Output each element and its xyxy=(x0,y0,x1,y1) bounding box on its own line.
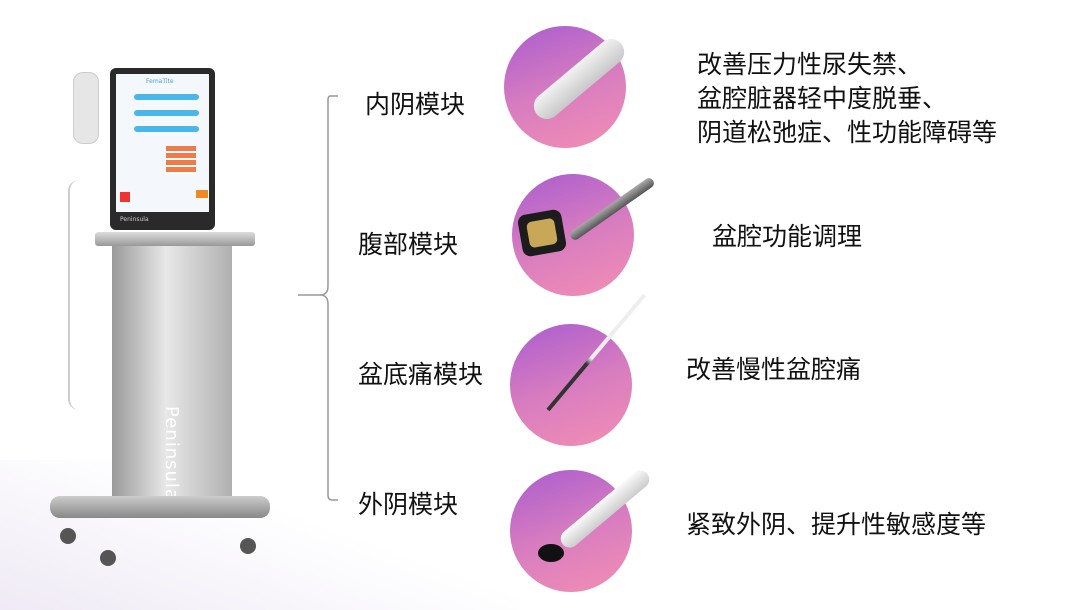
module-label-external: 外阴模块 xyxy=(358,490,459,519)
device-illustration: FemaTite Peninsula Peninsula xyxy=(40,60,280,600)
device-screen-frame: FemaTite Peninsula xyxy=(110,68,215,230)
module-label-pelvic-pain: 盆底痛模块 xyxy=(358,360,484,389)
device-screen: FemaTite xyxy=(116,74,209,212)
handpiece-holster xyxy=(73,72,99,144)
module-description-abdominal: 盆腔功能调理 xyxy=(712,222,863,251)
intravaginal-probe-icon xyxy=(504,26,630,148)
grouping-bracket xyxy=(298,95,338,501)
pelvic-pain-probe-icon xyxy=(510,293,646,446)
module-description-internal: 改善压力性尿失禁、 盆腔脏器轻中度脱垂、 阴道松弛症、性功能障碍等 xyxy=(697,48,997,150)
description-line: 阴道松弛症、性功能障碍等 xyxy=(697,118,998,147)
background-wave xyxy=(0,460,520,610)
module-label-abdominal: 腹部模块 xyxy=(358,230,459,259)
module-description-pelvic-pain: 改善慢性盆腔痛 xyxy=(686,355,862,384)
screen-logo: FemaTite xyxy=(146,78,174,85)
module-label-internal: 内阴模块 xyxy=(365,90,466,119)
vulvar-applicator-icon xyxy=(510,466,653,592)
device-column: Peninsula xyxy=(112,246,232,501)
screen-brand: Peninsula xyxy=(120,216,149,223)
description-line: 改善压力性尿失禁、 xyxy=(697,50,923,79)
description-line: 盆腔脏器轻中度脱垂、 xyxy=(697,84,948,113)
device-tray xyxy=(95,232,255,246)
abdominal-applicator-icon xyxy=(512,174,656,296)
column-brand: Peninsula xyxy=(161,406,182,501)
device-base xyxy=(50,496,270,518)
module-description-external: 紧致外阴、提升性敏感度等 xyxy=(686,510,987,539)
